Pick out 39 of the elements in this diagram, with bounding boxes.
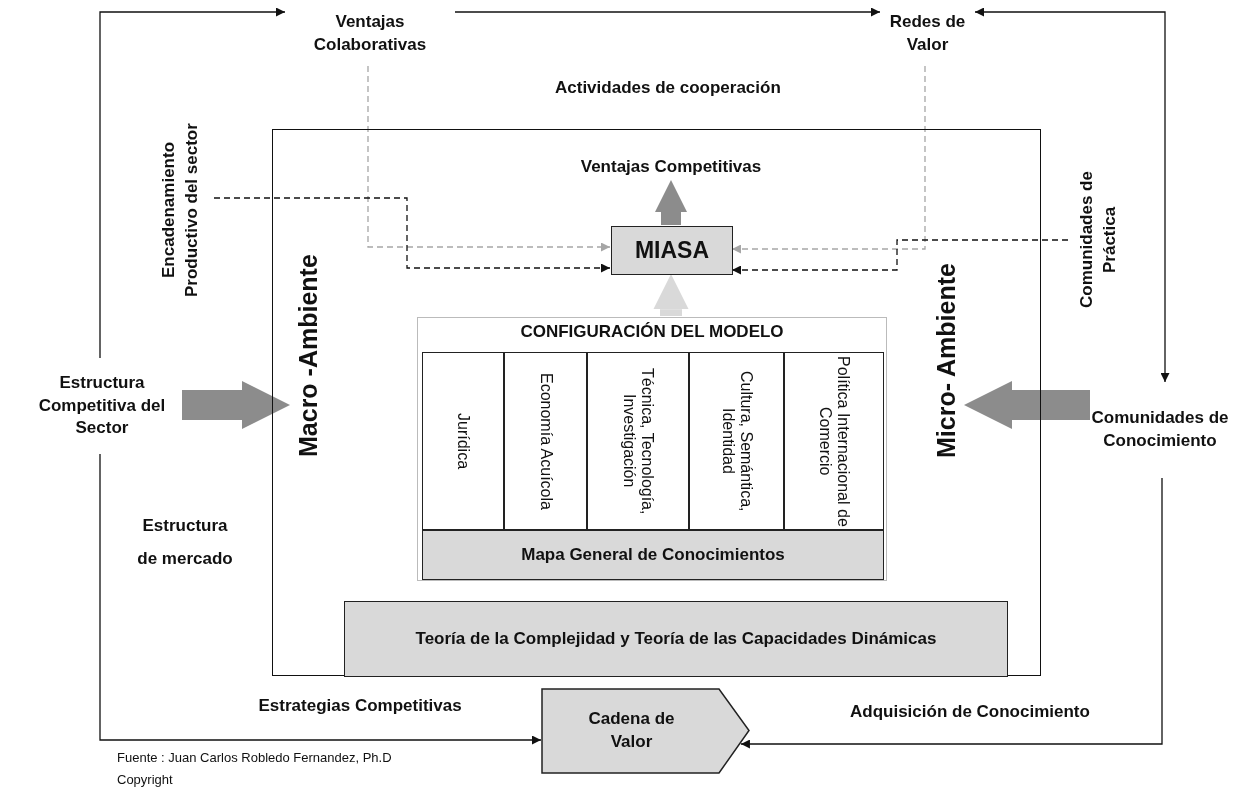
knowledge-map-bar: Mapa General de Conocimientos (422, 530, 884, 580)
knowledge-column: Jurídica (422, 352, 504, 530)
knowledge-column: Cultura, Semántica, Identidad (689, 352, 784, 530)
knowledge-column: Economía Acuícola (504, 352, 587, 530)
source-note: Fuente : Juan Carlos Robledo Fernandez, Ph.D (117, 750, 392, 765)
theory-bar: Teoría de la Complejidad y Teoría de las Capacidades Dinámicas (344, 601, 1008, 677)
arrow (99, 7, 286, 359)
concept-text: Estructura Competitiva del Sector (22, 358, 182, 454)
knowledge-column: Técnica, Tecnología, Investigación (587, 352, 689, 530)
block-arrow (653, 274, 689, 316)
frame-box (272, 129, 1041, 676)
dashed-arrow (731, 65, 926, 254)
arrow (99, 453, 542, 745)
arrow (974, 7, 1170, 383)
vertical-concept-text: Comunidades de Práctica (1068, 170, 1130, 310)
edge-label: Estrategias Competitivas (258, 696, 462, 716)
concept-text: Ventajas Competitivas (516, 153, 826, 181)
block-arrow (964, 381, 1090, 429)
dashed-arrow (367, 65, 611, 252)
arrow (454, 7, 881, 17)
process-box: MIASA (611, 226, 733, 275)
dashed-arrow (213, 197, 611, 273)
dashed-arrow (731, 239, 1069, 275)
block-arrow (655, 180, 687, 225)
block-arrow (182, 381, 290, 429)
arrow (740, 477, 1163, 749)
concept-text: Redes de Valor (880, 2, 975, 66)
vertical-environment-text: Micro- Ambiente (929, 231, 965, 491)
concept-text: Ventajas Colaborativas (285, 2, 455, 66)
pentagon-box: Cadena de Valor (541, 688, 750, 774)
model-table (417, 317, 887, 581)
copyright-note: Copyright (117, 772, 173, 787)
vertical-environment-text: Macro -Ambiente (291, 231, 327, 481)
edge-label: Actividades de cooperación (555, 78, 781, 98)
market-structure-note: Estructura de mercado (136, 515, 234, 570)
vertical-concept-text: Encadenamiento Productivo del sector (148, 110, 214, 310)
knowledge-column: Política Internacional de Comercio (784, 352, 884, 530)
concept-text: Comunidades de Conocimiento (1090, 382, 1230, 478)
edge-label: Adquisición de Conocimiento (850, 702, 1090, 722)
